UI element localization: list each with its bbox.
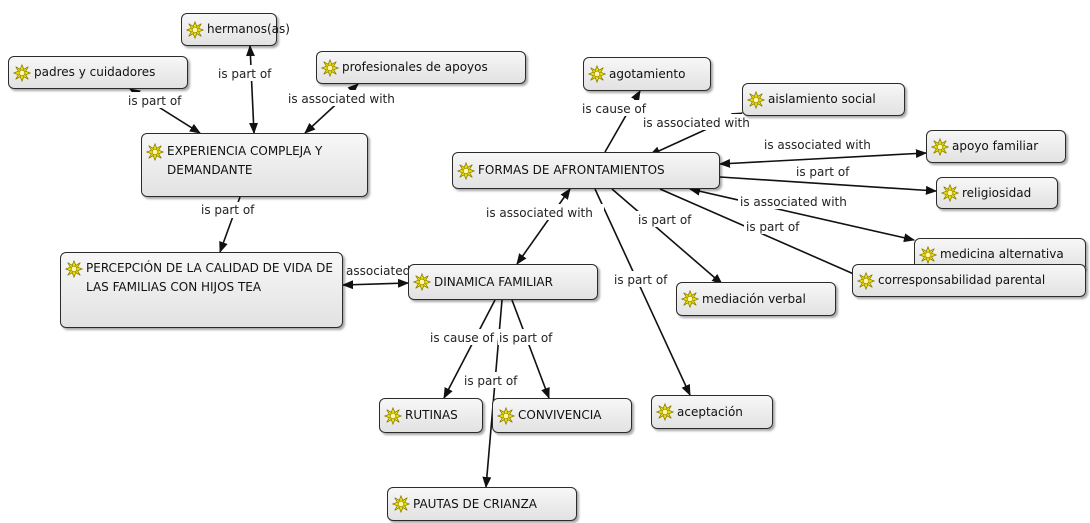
concept-aislamiento-social[interactable]: aislamiento social xyxy=(742,83,905,116)
concept-hermanos[interactable]: hermanos(as) xyxy=(181,13,290,46)
concept-apoyo-familiar[interactable]: apoyo familiar xyxy=(926,130,1066,163)
link-formas-apoyo xyxy=(718,149,928,168)
concept-label: PERCEPCIÓN DE LA CALIDAD DE VIDA DE LAS … xyxy=(86,261,333,294)
concept-label: hermanos(as) xyxy=(207,22,290,37)
rel-label-formas-aceptacion: is part of xyxy=(614,273,668,287)
rel-label-formas-mediacion: is part of xyxy=(638,213,692,227)
concept-sun-icon xyxy=(941,184,959,202)
link-dinamica-pautas xyxy=(482,299,503,489)
concept-religiosidad[interactable]: religiosidad xyxy=(936,177,1058,209)
rel-label-dinamica-pautas: is part of xyxy=(464,374,518,388)
link-formas-religiosidad xyxy=(719,176,938,195)
concept-label: FORMAS DE AFRONTAMIENTOS xyxy=(478,163,665,178)
rel-label-formas-religiosidad: is part of xyxy=(796,165,850,179)
rel-label-padres-experiencia: is part of xyxy=(128,94,182,108)
concept-label: apoyo familiar xyxy=(952,139,1039,154)
concept-sun-icon xyxy=(413,273,431,291)
link-formas-corresponsabilidad xyxy=(659,188,874,283)
concept-label: agotamiento xyxy=(609,66,686,81)
concept-sun-icon xyxy=(931,137,949,156)
concept-sun-icon xyxy=(747,90,765,109)
concept-label: profesionales de apoyos xyxy=(342,60,488,75)
concept-convivencia[interactable]: CONVIVENCIA xyxy=(492,398,632,433)
link-percepcion-dinamica xyxy=(341,278,410,290)
concept-sun-icon xyxy=(13,63,31,82)
link-dinamica-convivencia xyxy=(511,299,550,400)
concept-sun-icon xyxy=(681,290,699,308)
concept-label: DINAMICA FAMILIAR xyxy=(434,274,553,289)
concept-formas-afrontamientos[interactable]: FORMAS DE AFRONTAMIENTOS xyxy=(452,152,720,189)
concept-sun-icon xyxy=(656,403,674,421)
concept-label: corresponsabilidad parental xyxy=(878,273,1046,288)
concept-label: aceptación xyxy=(677,404,743,419)
rel-label-formas-dinamica: is associated with xyxy=(486,206,593,220)
rel-label-formas-medicina: is associated with xyxy=(740,195,847,209)
concept-sun-icon xyxy=(588,65,606,83)
concept-sun-icon xyxy=(857,271,875,290)
concept-label: CONVIVENCIA xyxy=(518,408,602,423)
concept-sun-icon xyxy=(392,495,410,513)
concept-label: aislamiento social xyxy=(768,92,876,107)
rel-label-dinamica-convivencia: is part of xyxy=(499,331,553,345)
link-formas-mediacion xyxy=(611,188,723,285)
rel-label-formas-corresponsabilidad: is part of xyxy=(746,220,800,234)
rel-label-formas-agotamiento: is cause of xyxy=(582,102,647,116)
concept-label: EXPERIENCIA COMPLEJA Y DEMANDANTE xyxy=(167,144,323,178)
concept-pautas-crianza[interactable]: PAUTAS DE CRIANZA xyxy=(387,487,577,521)
concept-corresponsabilidad-parental[interactable]: corresponsabilidad parental xyxy=(852,264,1086,297)
rel-label-formas-apoyo: is associated with xyxy=(764,138,871,152)
concept-sun-icon xyxy=(321,58,339,77)
concept-sun-icon xyxy=(186,20,204,39)
concept-sun-icon xyxy=(457,161,475,180)
concept-agotamiento[interactable]: agotamiento xyxy=(583,57,711,91)
concept-sun-icon xyxy=(919,245,937,264)
link-formas-medicina xyxy=(688,186,916,243)
link-dinamica-rutinas xyxy=(443,299,496,399)
concept-label: religiosidad xyxy=(962,185,1032,200)
concept-sun-icon xyxy=(384,406,402,425)
concept-sun-icon xyxy=(497,406,515,425)
concept-label: PAUTAS DE CRIANZA xyxy=(413,496,538,511)
rel-label-profesionales-experiencia: is associated with xyxy=(288,92,395,106)
link-formas-aceptacion xyxy=(594,188,691,397)
link-formas-dinamica xyxy=(516,188,571,265)
concept-aceptacion[interactable]: aceptación xyxy=(651,395,773,429)
rel-label-experiencia-percepcion: is part of xyxy=(201,203,255,217)
concept-label: mediación verbal xyxy=(702,291,806,306)
rel-label-formas-aislamiento: is associated with xyxy=(643,116,750,130)
concept-mediacion-verbal[interactable]: mediación verbal xyxy=(676,282,836,316)
concept-sun-icon xyxy=(65,260,83,278)
rel-label-hermanos-experiencia: is part of xyxy=(218,67,272,81)
link-hermanos-experiencia xyxy=(245,44,259,135)
concept-label: RUTINAS xyxy=(405,408,458,423)
concept-rutinas[interactable]: RUTINAS xyxy=(379,398,483,433)
concept-padres-cuidadores[interactable]: padres y cuidadores xyxy=(8,56,188,89)
concept-dinamica-familiar[interactable]: DINAMICA FAMILIAR xyxy=(408,264,598,300)
concept-experiencia-compleja[interactable]: EXPERIENCIA COMPLEJA Y DEMANDANTE xyxy=(141,133,368,197)
rel-label-dinamica-rutinas: is cause of xyxy=(430,331,495,345)
concept-label: padres y cuidadores xyxy=(34,65,156,80)
concept-sun-icon xyxy=(146,143,164,161)
concept-percepcion-calidad-vida[interactable]: PERCEPCIÓN DE LA CALIDAD DE VIDA DE LAS … xyxy=(60,252,343,328)
concept-label: medicina alternativa xyxy=(940,247,1064,262)
concept-profesionales-apoyos[interactable]: profesionales de apoyos xyxy=(316,51,526,84)
